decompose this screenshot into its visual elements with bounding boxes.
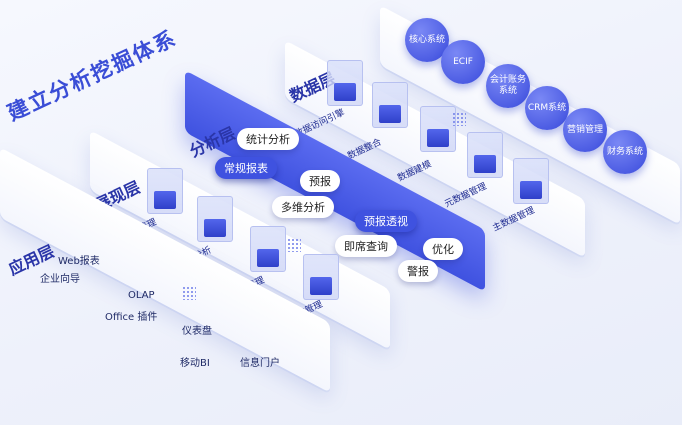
system-node: ECIF [441,40,485,84]
application-item: 信息门户 [240,358,280,369]
analysis-item[interactable]: 统计分析 [237,128,299,150]
analysis-item[interactable]: 多维分析 [272,196,334,218]
cube-core [379,105,401,123]
data-cube [420,106,456,152]
decorative-dots [287,238,301,252]
application-item: 企业向导 [40,274,80,285]
analysis-item[interactable]: 优化 [423,238,463,260]
diagram-title: 建立分析挖掘体系 [3,25,181,126]
analysis-item[interactable]: 常规报表 [215,157,277,179]
system-node: 财务系统 [603,130,647,174]
decorative-dots [452,112,466,126]
cube-core [257,249,279,267]
decorative-dots [182,286,196,300]
cube-core [474,155,496,173]
data-cube [372,82,408,128]
application-item: OLAP [128,290,155,301]
cube-core [154,191,176,209]
display-cube [250,226,286,272]
system-node: CRM系统 [525,86,569,130]
application-item: 移动BI [180,358,210,369]
system-node: 营销管理 [563,108,607,152]
analysis-item[interactable]: 即席查询 [335,235,397,257]
display-cube [197,196,233,242]
cube-core [427,129,449,147]
system-node: 会计账务系统 [486,64,530,108]
data-cube [327,60,363,106]
cube-core [520,181,542,199]
application-item: Office 插件 [105,312,158,323]
application-item: Web报表 [58,256,100,267]
data-cube [513,158,549,204]
display-cube [303,254,339,300]
application-item: 仪表盘 [182,326,212,337]
cube-core [310,277,332,295]
cube-core [334,83,356,101]
display-cube [147,168,183,214]
analysis-item[interactable]: 警报 [398,260,438,282]
cube-core [204,219,226,237]
system-node: 核心系统 [405,18,449,62]
analysis-item[interactable]: 预报透视 [355,210,417,232]
analysis-item[interactable]: 预报 [300,170,340,192]
data-cube [467,132,503,178]
